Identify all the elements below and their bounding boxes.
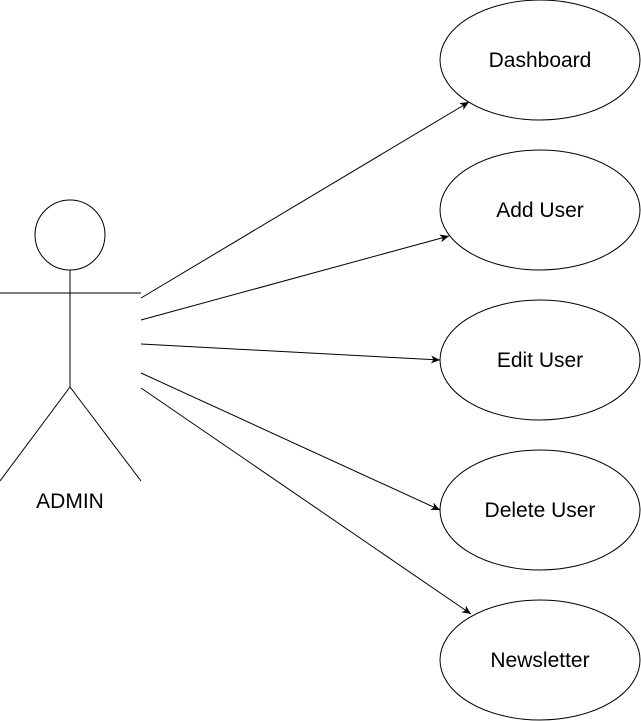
use-case-edit-user: Edit User — [439, 299, 641, 421]
use-case-label: Newsletter — [490, 649, 589, 672]
actor-label: ADMIN — [36, 490, 104, 513]
actor-left-leg — [0, 386, 71, 482]
association-newsletter — [140, 387, 472, 615]
use-case-label: Dashboard — [489, 49, 592, 72]
use-case-newsletter: Newsletter — [439, 599, 641, 721]
use-case-ellipse — [439, 599, 641, 721]
use-case-ellipse — [439, 149, 641, 271]
use-case-label: Edit User — [497, 349, 583, 372]
use-case-delete-user: Delete User — [439, 449, 641, 571]
use-case-dashboard: Dashboard — [439, 0, 641, 121]
association-dashboard — [140, 101, 470, 299]
actor-admin: ADMIN — [0, 199, 142, 513]
association-delete-user — [140, 372, 441, 511]
use-case-label: Add User — [496, 199, 584, 222]
use-case-label: Delete User — [485, 499, 596, 522]
association-add-user — [140, 234, 450, 321]
association-edit-user — [140, 343, 441, 364]
associations — [140, 101, 472, 615]
actor-head — [34, 199, 106, 271]
use-case-add-user: Add User — [439, 149, 641, 271]
use-case-ellipse — [439, 299, 641, 421]
use-case-ellipse — [439, 449, 641, 571]
actor-right-leg — [69, 386, 142, 482]
use-case-ellipse — [439, 0, 641, 121]
